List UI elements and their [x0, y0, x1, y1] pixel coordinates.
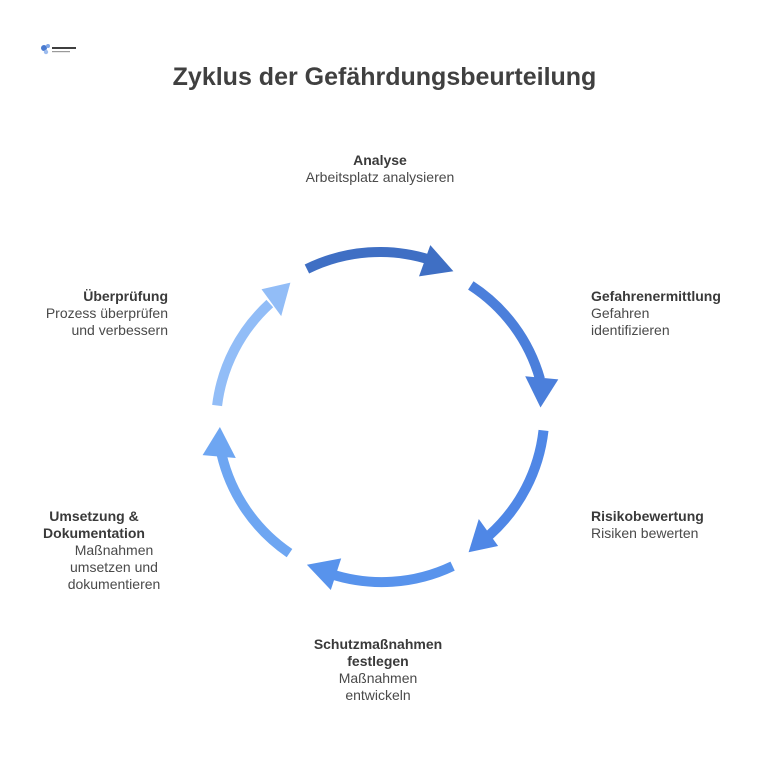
step-ueberpruefung-desc: Prozess überprüfen und verbessern [45, 305, 168, 338]
step-risikobewertung: Risikobewertung Risiken bewerten [591, 508, 761, 542]
step-umsetzung-desc: Maßnahmen umsetzen und dokumentieren [67, 542, 161, 592]
cycle-arrow-gefahrenermittlung [468, 281, 545, 381]
step-schutzmassnahmen-title: Schutzmaßnahmen festlegen [313, 636, 443, 669]
cycle-arrow-head-analyse [419, 245, 454, 277]
step-gefahrenermittlung-desc: Gefahren identifizieren [591, 305, 670, 338]
step-risikobewertung-title: Risikobewertung [591, 508, 704, 524]
step-analyse-desc: Arbeitsplatz analysieren [305, 169, 455, 185]
cycle-arrow-head-umsetzung [202, 427, 236, 458]
cycle-arrow-schutzmassnahmen [328, 561, 455, 588]
cycle-arrow-head-risikobewertung [468, 519, 499, 553]
cycle-arrow-umsetzung [216, 453, 293, 558]
step-analyse-title: Analyse [353, 152, 407, 168]
step-ueberpruefung-title: Überprüfung [83, 288, 168, 304]
cycle-arrow-head-gefahrenermittlung [525, 376, 559, 408]
company-logo [41, 44, 76, 55]
cycle-arrow-analyse [304, 246, 433, 274]
diagram-title: Zyklus der Gefährdungsbeurteilung [172, 63, 597, 91]
step-gefahrenermittlung-title: Gefahrenermittlung [591, 288, 721, 304]
step-umsetzung-dokumentation: Umsetzung & Dokumentation Maßnahmen umse… [20, 508, 168, 593]
cycle-arrow-head-schutzmassnahmen [306, 558, 342, 590]
step-risikobewertung-desc: Risiken bewerten [591, 525, 699, 541]
cycle-arrow-ueberpruefung [212, 299, 274, 407]
step-ueberpruefung: Überprüfung Prozess überprüfen und verbe… [20, 288, 168, 339]
step-gefahrenermittlung: Gefahrenermittlung Gefahren identifizier… [591, 288, 761, 339]
step-schutzmassnahmen: Schutzmaßnahmen festlegen Maßnahmen entw… [283, 636, 473, 704]
step-umsetzung-title: Umsetzung & Dokumentation [43, 508, 145, 541]
step-schutzmassnahmen-desc: Maßnahmen entwickeln [338, 670, 418, 703]
cycle-arrow-head-ueberpruefung [261, 282, 291, 317]
step-analyse: Analyse Arbeitsplatz analysieren [300, 152, 460, 186]
cycle-arrow-risikobewertung [486, 429, 549, 539]
